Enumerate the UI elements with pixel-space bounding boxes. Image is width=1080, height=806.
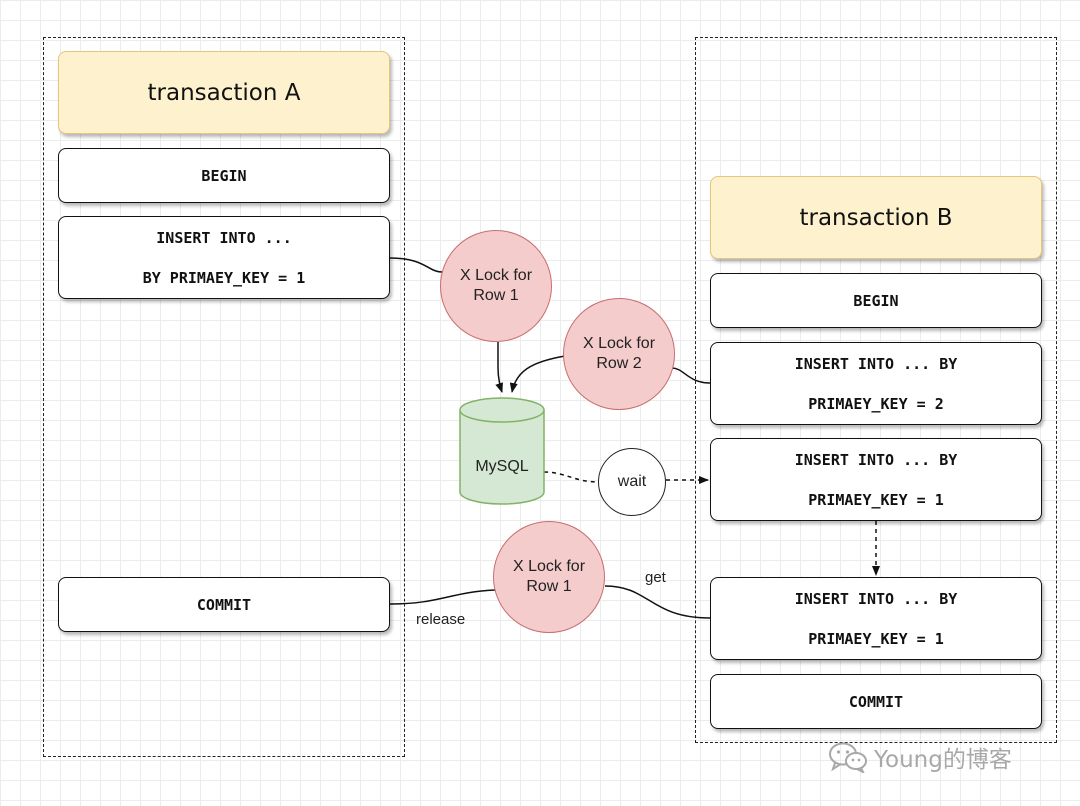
begin-text: BEGIN [201,166,247,185]
transaction-b-commit: COMMIT [710,674,1042,729]
edge-lock2-to-mysql [509,355,566,393]
lock-line-2: Row 1 [473,287,519,304]
commit-text: COMMIT [196,595,252,614]
release-label: release [416,611,466,628]
transaction-b-title: transaction B [710,176,1042,259]
insert-line-2: PRIMAEY_KEY = 1 [808,490,944,509]
mysql-label: MySQL [475,458,529,475]
wechat-icon [829,742,867,773]
lock-line-2: Row 1 [526,578,572,595]
transaction-a-title: transaction A [58,51,390,134]
insert-line-1: INSERT INTO ... [156,228,292,247]
lock-line-2: Row 2 [596,355,642,372]
transaction-a-title-text: transaction A [147,79,301,106]
insert-line-2: BY PRIMAEY_KEY = 1 [142,268,306,287]
insert-line-2: PRIMAEY_KEY = 1 [808,629,944,648]
edge-b-insert1-to-lock2 [671,367,711,384]
edge-a-commit-to-lock3 [389,589,496,605]
begin-text: BEGIN [853,291,899,310]
insert-line-1: INSERT INTO ... BY [794,589,958,608]
wait-label: wait [617,473,647,490]
transaction-b-insert-key-2: INSERT INTO ... BY PRIMAEY_KEY = 2 [710,342,1042,425]
transaction-a-commit: COMMIT [58,577,390,632]
mysql-database-icon [459,397,545,505]
insert-line-1: INSERT INTO ... BY [794,354,958,373]
transaction-b-insert-key-1-waiting: INSERT INTO ... BY PRIMAEY_KEY = 1 [710,438,1042,521]
transaction-b-lane [695,37,1057,743]
transaction-a-lane [43,37,405,757]
edge-a-insert-to-lock1 [389,257,443,273]
transaction-b-title-text: transaction B [799,204,953,231]
edge-lock1-to-mysql [495,342,503,393]
lock-line-1: X Lock for [582,335,656,352]
edge-lock3-to-b-insert3 [604,585,711,619]
get-label: get [645,569,666,586]
watermark-text: Young的博客 [874,747,1012,773]
lock-line-1: X Lock for [459,267,533,284]
wait-node: wait [598,448,666,516]
watermark: Young的博客 [828,740,1012,774]
transaction-a-insert: INSERT INTO ... BY PRIMAEY_KEY = 1 [58,216,390,299]
edge-mysql-to-wait [543,471,599,483]
insert-line-2: PRIMAEY_KEY = 2 [808,394,944,413]
commit-text: COMMIT [848,692,904,711]
insert-line-1: INSERT INTO ... BY [794,450,958,469]
transaction-a-begin: BEGIN [58,148,390,203]
lock-line-1: X Lock for [512,558,586,575]
transaction-b-begin: BEGIN [710,273,1042,328]
transaction-b-insert-key-1-granted: INSERT INTO ... BY PRIMAEY_KEY = 1 [710,577,1042,660]
